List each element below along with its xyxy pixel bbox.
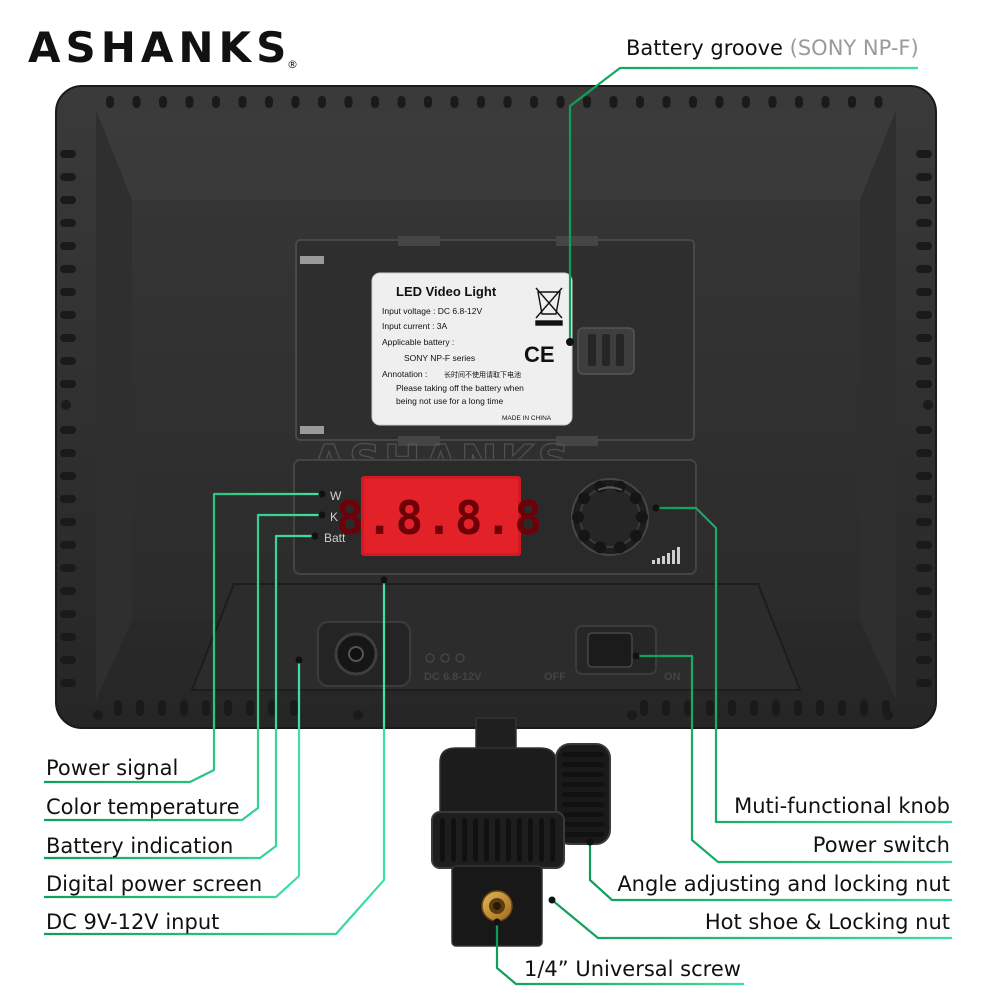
switch-off-label: OFF	[544, 671, 566, 683]
sticker-applicable-battery: Applicable battery :	[382, 337, 454, 347]
callout-dots	[295, 338, 660, 926]
sticker-annotation-en-1: Please taking off the battery when	[396, 383, 524, 393]
leader-dc-input	[44, 580, 386, 936]
leader-digital-power-screen	[44, 660, 301, 899]
indicator-batt-label: Batt	[324, 531, 346, 545]
leader-battery-groove	[568, 66, 918, 342]
leader-universal-screw	[495, 922, 744, 986]
sticker-made-in: MADE IN CHINA	[502, 415, 552, 422]
multi-functional-knob[interactable]	[571, 478, 649, 556]
sticker-title: LED Video Light	[396, 284, 497, 299]
leader-angle-nut	[588, 842, 952, 902]
mount-assembly	[431, 717, 611, 947]
callout-power-signal: Power signal	[46, 756, 178, 780]
sticker-annotation-cn: 长时间不使用请取下电池	[444, 370, 521, 379]
callout-color-temperature: Color temperature	[46, 795, 240, 819]
leader-color-temperature	[44, 513, 322, 822]
leader-multi-knob	[656, 506, 952, 824]
angle-locking-nut[interactable]	[555, 743, 611, 845]
screen-digits: 8.8.8.8	[336, 491, 544, 545]
leader-power-switch	[636, 654, 952, 864]
leader-power-signal	[44, 492, 322, 784]
switch-on-label: ON	[664, 671, 681, 683]
callout-power-switch: Power switch	[813, 833, 950, 857]
brand-reg-mark: ®	[287, 58, 298, 71]
universal-screw	[481, 890, 513, 922]
spec-sticker: LED Video Light Input voltage : DC 6.8-1…	[371, 272, 573, 426]
sticker-input-current: Input current : 3A	[382, 321, 448, 331]
sticker-annotation-label: Annotation :	[382, 369, 427, 379]
dc-input-jack[interactable]	[317, 621, 411, 687]
callout-hot-shoe: Hot shoe & Locking nut	[705, 910, 950, 934]
vent-slots-right	[916, 150, 932, 687]
rear-connector-panel: DC 6.8-12V OFF ON	[190, 583, 802, 691]
hot-shoe-locking-nut[interactable]	[431, 811, 565, 869]
leader-battery-indication	[44, 534, 315, 860]
vent-slots-bottom	[114, 700, 890, 716]
brand-logo: ASHANKS ®	[28, 23, 298, 72]
callout-universal-screw: 1/4” Universal screw	[524, 957, 741, 981]
brightness-level-icon	[652, 547, 680, 564]
brand-name: ASHANKS	[28, 23, 291, 72]
callout-battery-groove: Battery groove (SONY NP-F)	[626, 36, 919, 60]
sticker-input-voltage: Input voltage : DC 6.8-12V	[382, 306, 483, 316]
sticker-battery-series: SONY NP-F series	[404, 353, 475, 363]
callout-battery-indication: Battery indication	[46, 834, 233, 858]
ce-mark-icon: CE	[524, 342, 555, 367]
control-panel: W K Batt 8.8.8.8	[293, 459, 697, 575]
vent-slots-top	[106, 96, 883, 108]
indicator-k-label: K	[330, 510, 338, 524]
weee-bin-icon	[535, 287, 563, 326]
digital-power-screen: 8.8.8.8	[336, 476, 544, 556]
vent-slots-left	[60, 150, 76, 687]
dc-voltage-label: DC 6.8-12V	[424, 671, 482, 683]
callout-digital-power-screen: Digital power screen	[46, 872, 262, 896]
sticker-annotation-en-2: being not use for a long time	[396, 396, 504, 406]
callout-dc-input: DC 9V-12V input	[46, 910, 219, 934]
indicator-w-label: W	[330, 489, 342, 503]
callout-multi-knob: Muti-functional knob	[734, 794, 950, 818]
callout-leader-lines	[44, 66, 952, 986]
dc-polarity-icon	[425, 653, 465, 663]
callout-labels: Battery groove (SONY NP-F) Power signal …	[46, 36, 950, 981]
leader-hot-shoe	[551, 899, 952, 940]
power-switch[interactable]	[575, 625, 657, 675]
callout-angle-nut: Angle adjusting and locking nut	[617, 872, 950, 896]
